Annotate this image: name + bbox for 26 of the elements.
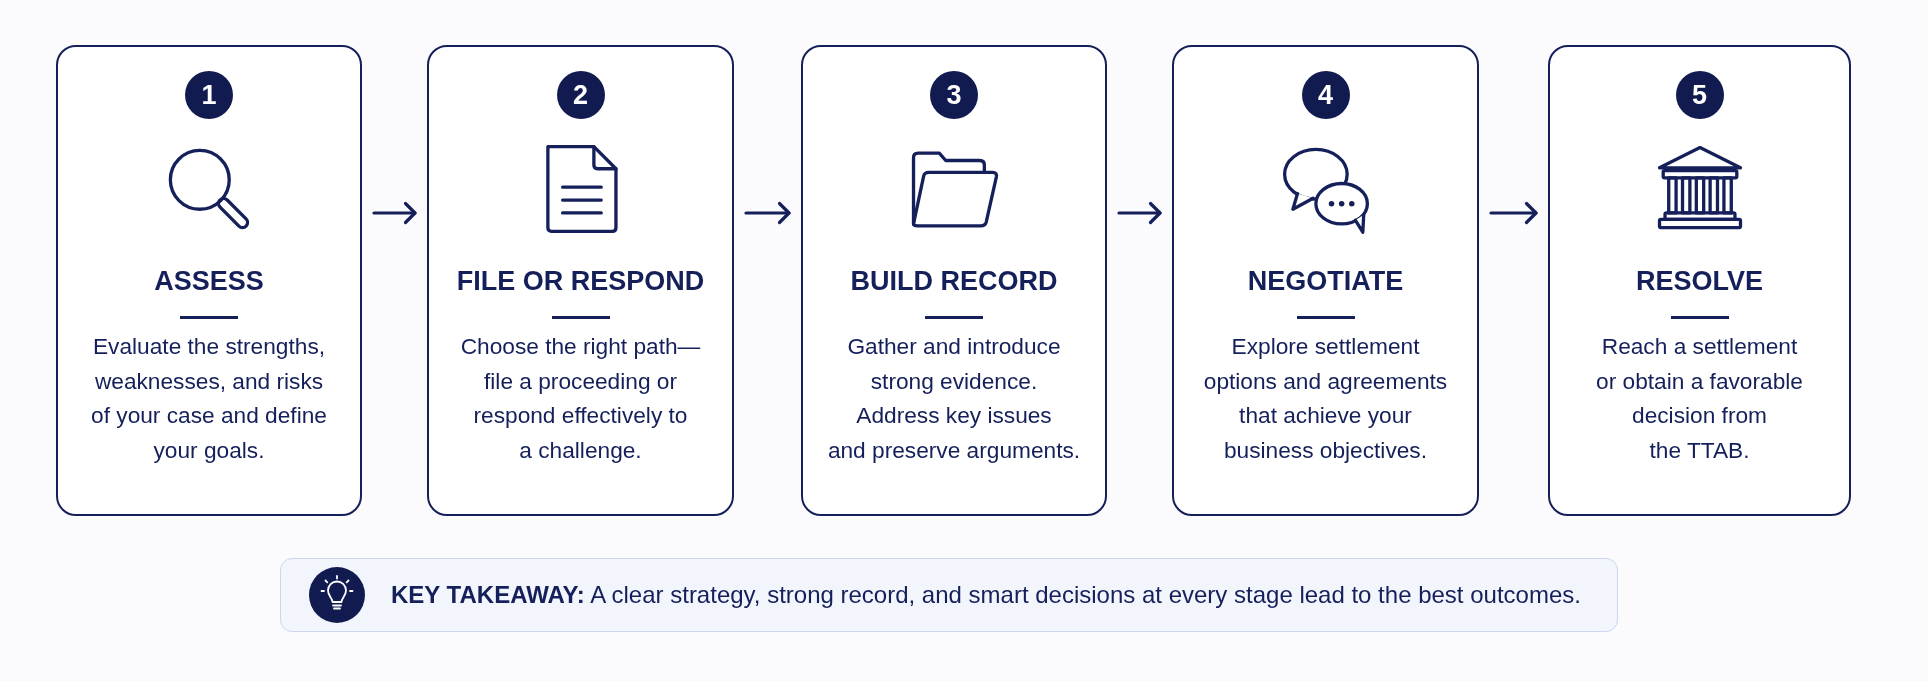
step-title: BUILD RECORD [850,265,1058,298]
arrow [1489,201,1538,225]
arrow [744,201,791,225]
step-description: Evaluate the strengths, weaknesses, and risks of your case and define your goals. [90,332,328,465]
step-title: FILE OR RESPOND [456,265,705,298]
arrow [372,201,417,225]
step-title: NEGOTIATE [1247,265,1404,298]
step-card [56,45,362,516]
step-title: ASSESS [154,265,264,298]
takeaway-text: KEY TAKEAWAY: A clear strategy, strong record, and smart decisions at every stage lead to the best outcomes. [391,580,1581,609]
step-description: Explore settlement options and agreements that achieve your business objectives. [1202,332,1449,465]
step-number: 2 [556,70,605,119]
step-description: Reach a settlement or obtain a favorable decision from the TTAB. [1595,332,1804,465]
step-title: RESOLVE [1636,265,1763,298]
step-number: 5 [1675,70,1724,119]
step-description: Gather and introduce strong evidence. Address key issues and preserve arguments. [826,332,1082,465]
step-number: 1 [185,70,233,119]
step-card [1172,45,1479,516]
takeaway-banner [280,558,1618,632]
step-number: 4 [1301,70,1350,119]
step-card [427,45,734,516]
step-card [1548,45,1851,516]
arrow [1117,201,1162,225]
step-description: Choose the right path—file a proceeding or respond effectively to a challenge. [459,332,702,465]
step-card [801,45,1107,516]
step-number: 3 [930,70,978,119]
